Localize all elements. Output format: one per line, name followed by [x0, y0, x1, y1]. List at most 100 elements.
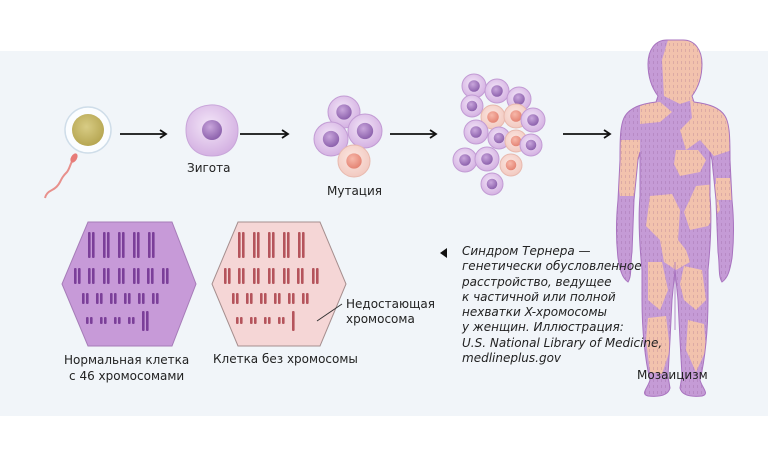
chromosome	[147, 268, 150, 284]
chromosome	[228, 268, 231, 284]
chromosome	[272, 268, 275, 284]
caption-line: нехватки X-хромосомы	[462, 305, 607, 320]
chromosome	[288, 293, 291, 304]
chromosome	[132, 317, 135, 324]
normal-cell	[463, 119, 489, 145]
chromosome	[107, 232, 110, 258]
chromosome	[278, 317, 281, 324]
chromosome	[82, 293, 85, 304]
chromosome	[146, 311, 149, 331]
mutant-cell	[337, 144, 371, 178]
chromosome	[78, 268, 81, 284]
normal-cell	[474, 146, 500, 172]
chromosome	[298, 232, 301, 258]
missing-chromosome-callout: Недостающая хромосома	[346, 297, 435, 327]
chromosome	[74, 268, 77, 284]
arrow-icon	[563, 129, 612, 139]
callout-line	[316, 303, 343, 322]
chromosome	[257, 232, 260, 258]
caption-line: у женщин. Иллюстрация:	[462, 320, 624, 335]
chromosome	[138, 293, 141, 304]
chromosome	[292, 293, 295, 304]
normal-cell	[347, 113, 383, 149]
chromosome	[282, 317, 285, 324]
chromosome	[133, 232, 136, 258]
chromosome	[301, 268, 304, 284]
normal-karyotype-label-line2: с 46 хромосомами	[69, 369, 185, 383]
chromosome	[236, 293, 239, 304]
chromosome	[278, 293, 281, 304]
stage-label-zygote: Зигота	[187, 161, 231, 175]
chromosome	[104, 317, 107, 324]
stage-label-mutation: Мутация	[327, 184, 382, 198]
chromosome	[257, 268, 260, 284]
chromosome	[110, 293, 113, 304]
chromosome	[118, 317, 121, 324]
mutation-cell-cluster	[313, 95, 383, 178]
normal-karyotype-cell	[61, 221, 197, 347]
chromosome	[253, 232, 256, 258]
chromosome	[236, 317, 239, 324]
caption-line: расстройство, ведущее	[462, 274, 612, 289]
chromosome	[122, 232, 125, 258]
zygote-cell	[185, 104, 239, 157]
arrow-icon	[390, 129, 438, 139]
chromosome	[283, 268, 286, 284]
normal-cell	[480, 172, 504, 196]
chromosome	[250, 293, 253, 304]
normal-cell	[460, 94, 484, 118]
normal-karyotype-label: Нормальная клетка с 46 хромосомами	[64, 352, 189, 384]
caption-line: Синдром Тернера —	[462, 244, 591, 258]
chromosome	[283, 232, 286, 258]
chromosome	[272, 232, 275, 258]
chromosome	[137, 268, 140, 284]
chromosome	[316, 268, 319, 284]
normal-cell	[484, 78, 510, 104]
stage-label-mosaicism: Мозаицизм	[637, 368, 708, 382]
chromosome	[306, 293, 309, 304]
caption-line: генетически обусловленное	[462, 259, 642, 274]
chromosome	[88, 268, 91, 284]
chromosome	[114, 293, 117, 304]
chromosome	[238, 232, 241, 258]
normal-cell	[520, 107, 546, 133]
chromosome	[114, 317, 117, 324]
chromosome	[264, 293, 267, 304]
chromosome	[142, 311, 145, 331]
normal-karyotype-label-line1: Нормальная клетка	[64, 353, 190, 367]
chromosome	[86, 317, 89, 324]
chromosome	[287, 268, 290, 284]
chromosome	[242, 268, 245, 284]
chromosome	[254, 317, 257, 324]
chromosome	[118, 268, 121, 284]
chromosome	[86, 293, 89, 304]
caption-pointer-icon	[440, 248, 447, 258]
chromosome	[96, 293, 99, 304]
chromosome	[152, 293, 155, 304]
chromosome	[124, 293, 127, 304]
chromosome	[312, 268, 315, 284]
missing-chromosome-set	[224, 232, 319, 331]
chromosome	[302, 232, 305, 258]
chromosome	[148, 232, 151, 258]
chromosome	[292, 311, 295, 331]
chromosome	[264, 317, 267, 324]
chromosome	[133, 268, 136, 284]
chromosome	[103, 232, 106, 258]
egg-cell	[64, 106, 112, 154]
chromosome	[232, 293, 235, 304]
missing-chromosome-karyotype-cell	[211, 221, 347, 347]
chromosome	[274, 293, 277, 304]
chromosome	[100, 317, 103, 324]
chromosome	[152, 232, 155, 258]
arrow-icon	[240, 129, 290, 139]
missing-karyotype-label: Клетка без хромосомы	[213, 352, 358, 366]
chromosome	[166, 268, 169, 284]
caption-line: к частичной или полной	[462, 289, 616, 304]
sperm-cell	[44, 153, 78, 199]
chromosome	[253, 268, 256, 284]
chromosome	[92, 232, 95, 258]
chromosome	[142, 293, 145, 304]
normal-cell	[519, 133, 543, 157]
